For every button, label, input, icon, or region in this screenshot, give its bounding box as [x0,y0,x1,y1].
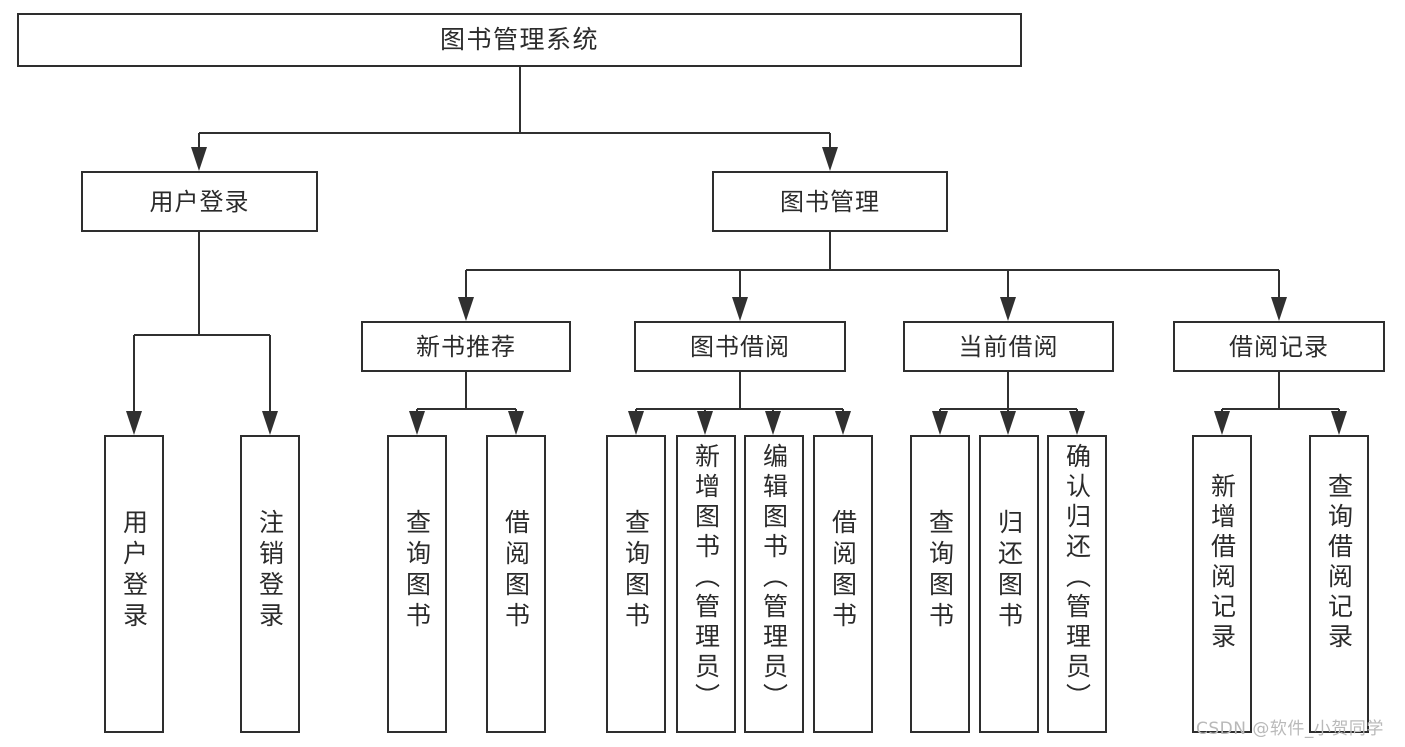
leaf-book-borrow-edit-book-admin[interactable]: 编辑图书（管理员） [744,435,804,733]
node-label: 用户登录 [149,187,250,216]
csdn-watermark: CSDN @软件_小贺同学 [1196,719,1384,739]
node-label: 查询图书 [621,509,651,633]
node-root-book-management-system[interactable]: 图书管理系统 [17,13,1022,67]
node-label: 新增借阅记录 [1207,473,1237,653]
node-label: 查询图书 [402,509,432,633]
leaf-current-borrow-query-books[interactable]: 查询图书 [910,435,970,733]
node-label: 查询图书 [925,509,955,633]
leaf-current-borrow-confirm-return-admin[interactable]: 确认归还（管理员） [1047,435,1107,733]
leaf-book-borrow-add-book-admin[interactable]: 新增图书（管理员） [676,435,736,733]
node-label: 归还图书 [994,509,1024,633]
node-label: 用户登录 [119,509,149,633]
node-label: 编辑图书（管理员） [759,443,789,713]
leaf-borrow-record-add-record[interactable]: 新增借阅记录 [1192,435,1252,733]
node-label: 当前借阅 [958,332,1059,361]
leaf-current-borrow-return-books[interactable]: 归还图书 [979,435,1039,733]
leaf-book-borrow-query-books[interactable]: 查询图书 [606,435,666,733]
node-new-book-recommend[interactable]: 新书推荐 [361,321,571,372]
node-label: 借阅记录 [1229,332,1329,361]
node-borrow-record[interactable]: 借阅记录 [1173,321,1385,372]
leaf-book-borrow-borrow-books[interactable]: 借阅图书 [813,435,873,733]
node-user-login[interactable]: 用户登录 [81,171,318,232]
node-label: 新增图书（管理员） [691,443,721,713]
node-label: 确认归还（管理员） [1062,443,1092,713]
leaf-new-book-query-books[interactable]: 查询图书 [387,435,447,733]
leaf-new-book-borrow-books[interactable]: 借阅图书 [486,435,546,733]
node-label: 新书推荐 [416,332,516,361]
node-book-management[interactable]: 图书管理 [712,171,948,232]
leaf-user-login-logout[interactable]: 注销登录 [240,435,300,733]
leaf-borrow-record-query-record[interactable]: 查询借阅记录 [1309,435,1369,733]
node-label: 借阅图书 [828,509,858,633]
node-label: 借阅图书 [501,509,531,633]
node-label: 图书管理系统 [439,25,599,55]
node-label: 图书借阅 [690,332,790,361]
node-current-borrow[interactable]: 当前借阅 [903,321,1114,372]
leaf-user-login-login[interactable]: 用户登录 [104,435,164,733]
node-label: 查询借阅记录 [1324,473,1354,653]
node-book-borrow[interactable]: 图书借阅 [634,321,846,372]
node-label: 图书管理 [780,187,880,216]
node-label: 注销登录 [255,509,285,633]
